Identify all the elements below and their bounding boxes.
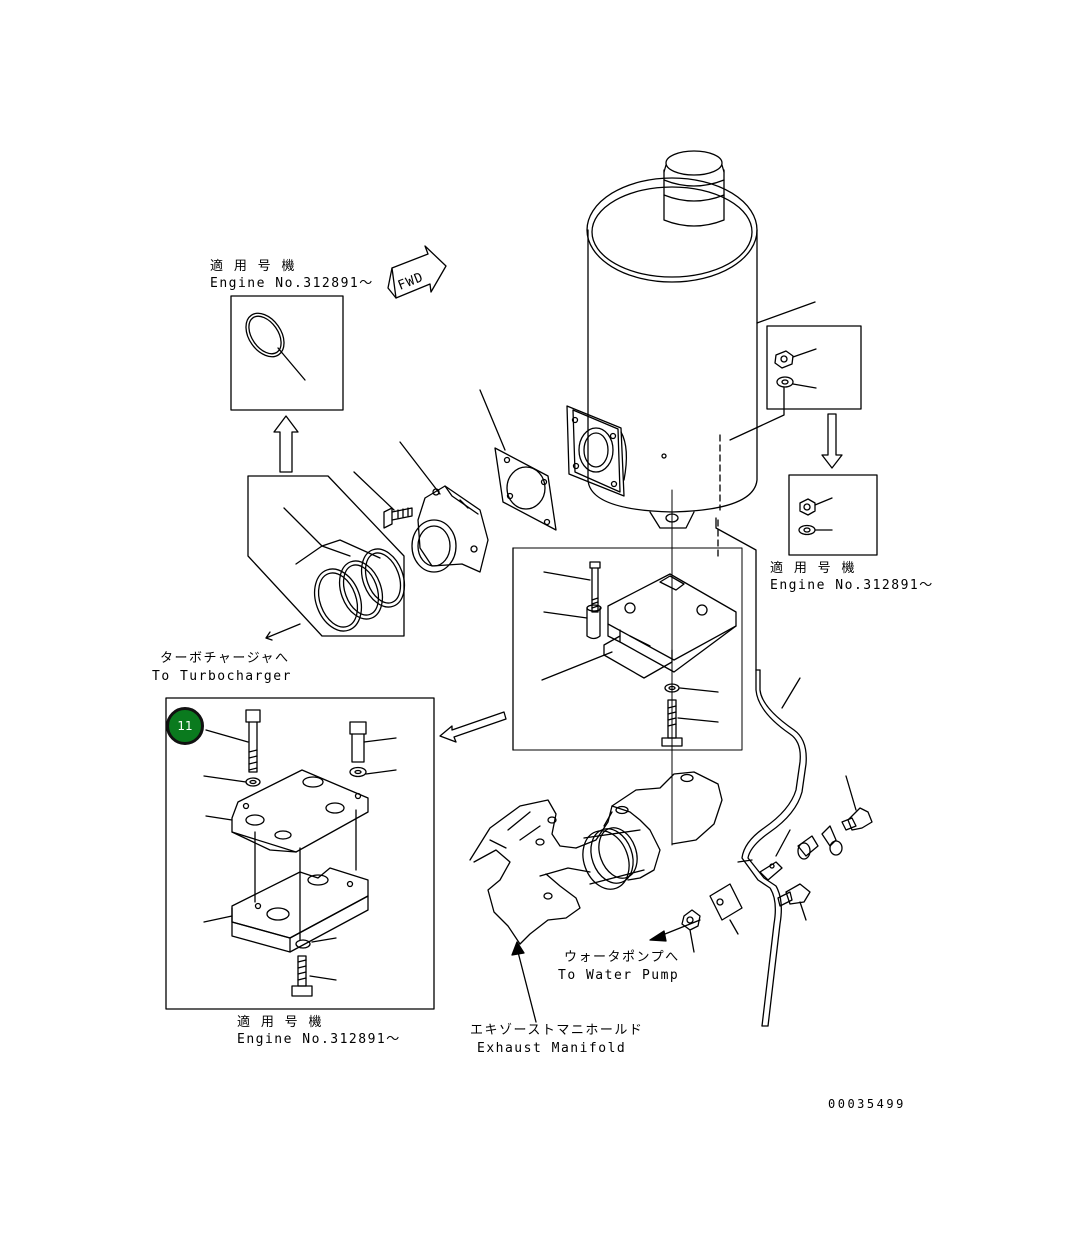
exhaust-manifold-label-en: Exhaust Manifold bbox=[477, 1041, 627, 1056]
water-pipe[interactable] bbox=[649, 669, 873, 1027]
bracket-box[interactable] bbox=[439, 547, 743, 751]
applicable-label-1: 適 用 号 機 bbox=[210, 259, 296, 274]
applicable-label-2: 適 用 号 機 bbox=[770, 561, 856, 576]
fwd-label: FWD bbox=[396, 270, 426, 294]
engine-no-label-3: Engine No.312891～ bbox=[237, 1032, 401, 1047]
turbocharger-label-jp: ターボチャージャへ bbox=[160, 651, 290, 666]
seal-rings-box[interactable] bbox=[247, 475, 412, 641]
turbocharger-label-en: To Turbocharger bbox=[152, 669, 292, 684]
gasket[interactable] bbox=[479, 389, 557, 531]
engine-no-label-1: Engine No.312891～ bbox=[210, 276, 374, 291]
drawing-number: 00035499 bbox=[828, 1097, 906, 1111]
engine-no-label-2: Engine No.312891～ bbox=[770, 578, 934, 593]
exhaust-manifold-label-jp: エキゾーストマニホールド bbox=[470, 1023, 644, 1038]
callout-11-badge[interactable]: 11 bbox=[166, 707, 204, 745]
water-pump-label-jp: ウォータポンプへ bbox=[564, 950, 680, 965]
water-pump-label-en: To Water Pump bbox=[558, 968, 680, 983]
fwd-direction-arrow bbox=[387, 245, 447, 299]
applicable-label-3: 適 用 号 機 bbox=[237, 1015, 323, 1030]
detail-box-plate-assy[interactable] bbox=[165, 697, 435, 1010]
adapter-flange[interactable] bbox=[353, 441, 489, 573]
muffler[interactable] bbox=[566, 150, 758, 561]
detail-box-oring[interactable] bbox=[230, 295, 344, 473]
detail-box-nut-washer-later[interactable] bbox=[788, 474, 878, 556]
detail-box-nut-washer[interactable] bbox=[729, 325, 862, 469]
exhaust-manifold[interactable] bbox=[469, 771, 723, 1023]
